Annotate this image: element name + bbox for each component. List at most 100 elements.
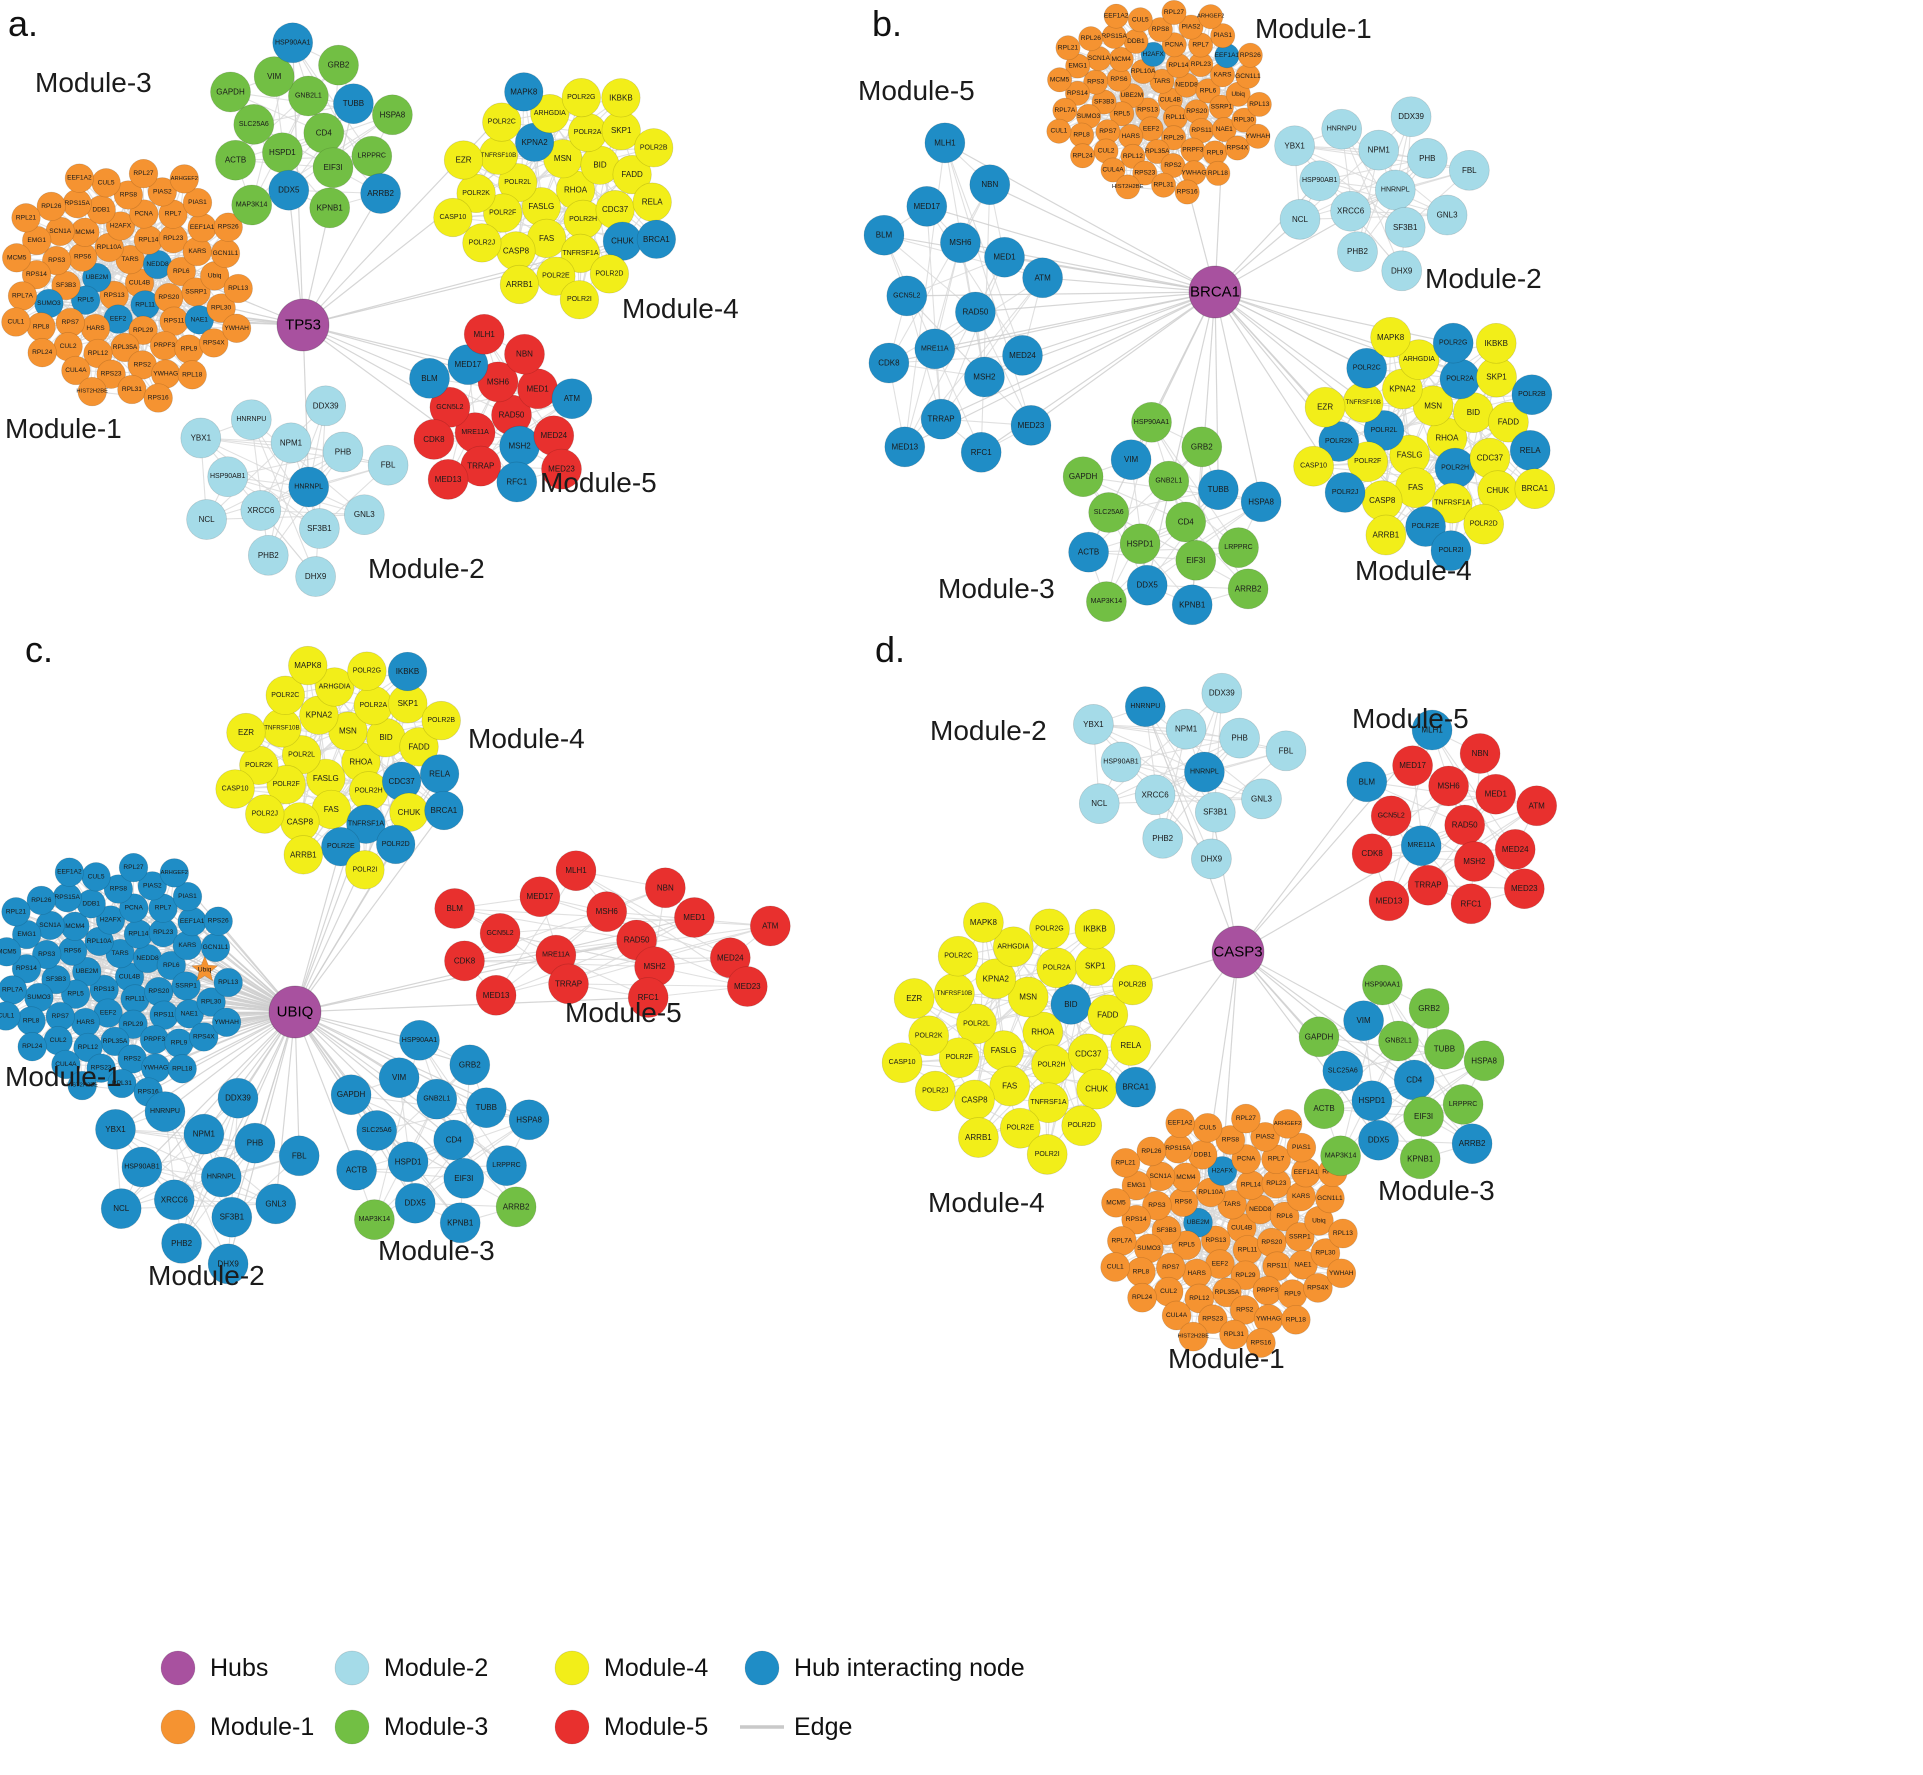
node-label: CUL4A xyxy=(65,367,87,374)
node-label: SLC25A6 xyxy=(1328,1067,1358,1074)
node-vim: VIM xyxy=(1343,1000,1384,1042)
node-label: HARS xyxy=(86,325,105,332)
node-fbl: FBL xyxy=(1265,730,1307,772)
node-med13: MED13 xyxy=(1368,880,1410,922)
node-label: SLC25A6 xyxy=(362,1127,392,1134)
node-label: RPL21 xyxy=(1058,44,1078,51)
node-label: RPL9 xyxy=(1284,1291,1301,1298)
legend-swatch-hubs xyxy=(160,1650,196,1686)
node-polr2b: POLR2B xyxy=(1112,964,1153,1006)
node-label: MED1 xyxy=(683,913,706,922)
legend-swatch-module-4 xyxy=(554,1650,590,1686)
node-label: ATM xyxy=(762,922,779,931)
node-circle xyxy=(1205,160,1231,186)
node-hnrnpu: HNRNPU xyxy=(1124,686,1166,727)
node-ncl: NCL xyxy=(1279,199,1321,240)
node-cul5: CUL5 xyxy=(1127,7,1153,33)
node-circle xyxy=(1068,531,1109,573)
node-circle xyxy=(1088,492,1130,533)
node-hars: HARS xyxy=(1181,1258,1212,1289)
node-circle xyxy=(11,203,41,233)
legend-item-module-2: Module-2 xyxy=(334,1650,488,1686)
node-label: POLR2D xyxy=(1470,521,1498,528)
node-circle xyxy=(863,214,905,256)
node-circle xyxy=(1272,1109,1303,1139)
node-label: PIAS1 xyxy=(1292,1144,1311,1151)
node-msn: MSN xyxy=(328,711,368,751)
hub-circle xyxy=(268,985,322,1039)
node-label: KPNA2 xyxy=(521,138,548,147)
node-circle xyxy=(1046,118,1072,144)
node-label: MSN xyxy=(554,154,572,163)
node-rps15a: RPS15A xyxy=(62,188,92,219)
node-circle xyxy=(199,328,229,358)
node-cdk8: CDK8 xyxy=(1351,833,1393,875)
node-arrb2: ARRB2 xyxy=(495,1186,537,1228)
node-polr2f: POLR2F xyxy=(483,193,523,233)
node-label: SSRP1 xyxy=(1289,1234,1311,1241)
node-actb: ACTB xyxy=(336,1149,377,1191)
node-label: RPS6 xyxy=(1110,76,1128,83)
node-label: RFC1 xyxy=(506,478,527,487)
node-label: BRCA1 xyxy=(431,806,458,815)
node-circle xyxy=(433,197,473,238)
module-title-module-2: Module-2 xyxy=(930,715,1047,746)
node-circle xyxy=(1310,1238,1341,1268)
node-circle xyxy=(508,1099,550,1141)
node-eef1a2: EEF1A2 xyxy=(64,163,95,193)
node-polr2a: POLR2A xyxy=(1439,358,1481,400)
node-label: RPL6 xyxy=(163,962,180,969)
node-label: KPNA2 xyxy=(306,711,333,720)
node-circle xyxy=(1403,1096,1444,1137)
node-circle xyxy=(312,147,354,189)
node-label: NCL xyxy=(199,515,216,524)
node-cul4a: CUL4A xyxy=(61,355,91,386)
node-actb: ACTB xyxy=(1068,531,1109,573)
node-label: TNFRSF1A xyxy=(1434,500,1471,507)
node-rps16: RPS16 xyxy=(1174,179,1200,205)
node-polr2d: POLR2D xyxy=(1061,1105,1103,1146)
node-label: RELA xyxy=(1120,1041,1142,1050)
node-arrb1: ARRB1 xyxy=(1365,514,1407,556)
node-circle xyxy=(118,1009,148,1039)
node-label: HNRNPL xyxy=(207,1174,236,1181)
node-label: ARRB1 xyxy=(506,280,533,289)
node-circle xyxy=(32,939,62,970)
node-circle xyxy=(463,313,505,355)
node-circle xyxy=(378,1057,420,1099)
panel-tag-d: d. xyxy=(875,629,905,670)
node-label: HSPA8 xyxy=(380,110,406,119)
node-label: RPS20 xyxy=(1186,108,1207,115)
node-circle xyxy=(1326,1258,1357,1289)
node-circle xyxy=(443,1157,485,1199)
node-kars: KARS xyxy=(172,930,202,961)
panel-tag-a: a. xyxy=(8,3,38,44)
node-label: EEF2 xyxy=(110,316,127,323)
node-trrap: TRRAP xyxy=(1407,864,1449,906)
node-circle xyxy=(1337,231,1378,273)
node-circle xyxy=(321,827,361,867)
node-cul1: CUL1 xyxy=(0,1001,21,1031)
module-title-module-1: Module-1 xyxy=(5,1061,122,1092)
node-label: PCNA xyxy=(135,211,154,218)
node-label: RPL8 xyxy=(33,323,50,330)
node-circle xyxy=(215,139,256,181)
node-hsp90ab1: HSP90AB1 xyxy=(1299,160,1341,202)
edge xyxy=(1088,446,1203,553)
node-label: EIF3I xyxy=(1186,556,1205,565)
node-ywhah: YWHAH xyxy=(221,313,252,343)
node-label: HIST2H2BE xyxy=(66,1083,98,1089)
node-label: RPL6 xyxy=(173,268,190,275)
node-fbl: FBL xyxy=(1448,149,1490,191)
node-label: RPL26 xyxy=(41,203,61,210)
node-circle xyxy=(95,1109,136,1150)
node-circle xyxy=(1463,503,1505,545)
node-circle xyxy=(295,556,336,597)
node-label: RPS16 xyxy=(1177,189,1198,196)
node-circle xyxy=(1407,864,1449,906)
node-circle xyxy=(107,1068,137,1099)
node-circle xyxy=(1330,190,1371,232)
node-label: RPL7 xyxy=(155,905,172,912)
node-label: BLM xyxy=(876,231,893,240)
node-circle xyxy=(551,378,593,420)
